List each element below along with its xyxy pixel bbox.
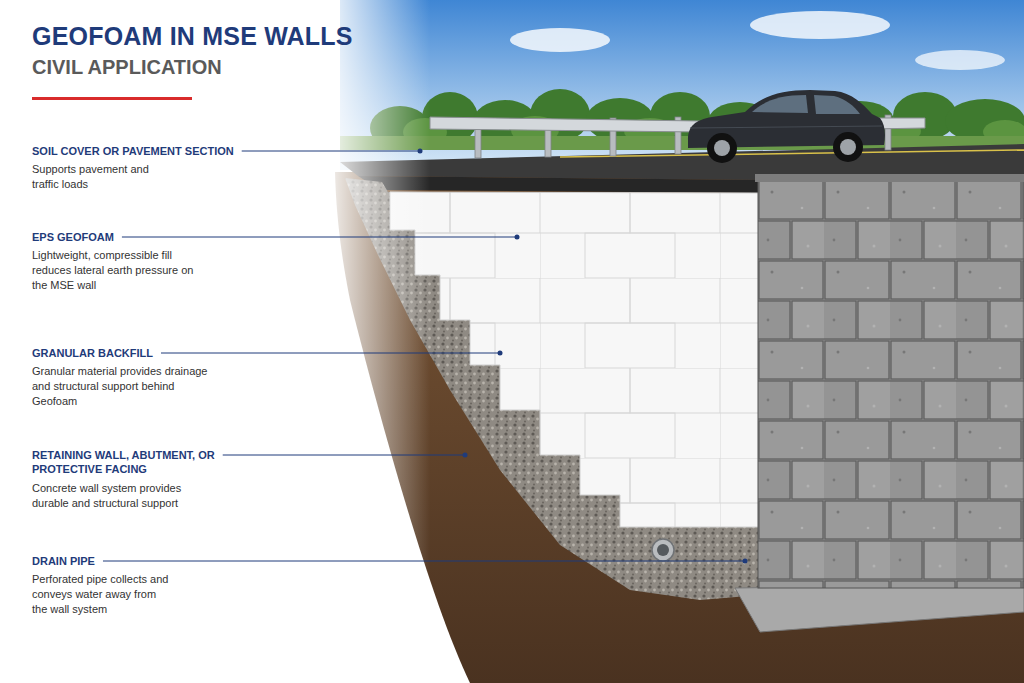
callout-heading: SOIL COVER OR PAVEMENT SECTION [32,144,234,158]
leader-line [242,151,420,152]
callout-heading: GRANULAR BACKFILL [32,346,153,360]
leader-line [161,353,500,354]
callout-heading: DRAIN PIPE [32,554,95,568]
diagram-title: GEOFOAM IN MSE WALLS [32,22,353,51]
callout-heading: RETAINING WALL, ABUTMENT, OR PROTECTIVE … [32,448,232,476]
callout-text: Concrete wall system provides durable an… [32,481,214,511]
subtitle: CIVIL APPLICATION [32,56,222,79]
leader-line [103,561,745,562]
leader-line [122,237,517,238]
leader-dot [515,235,520,240]
leader-dot [743,559,748,564]
callout-heading: EPS GEOFOAM [32,230,114,244]
callout-text: Lightweight, compressible fill reduces l… [32,248,204,293]
callout-text: Perforated pipe collects and conveys wat… [32,572,170,617]
leader-dot [463,453,468,458]
callout-text: Granular material provides drainage and … [32,364,210,409]
leader-dot [418,149,423,154]
leader-line [223,455,465,456]
callout-text: Supports pavement and traffic loads [32,162,152,192]
leader-dot [498,351,503,356]
